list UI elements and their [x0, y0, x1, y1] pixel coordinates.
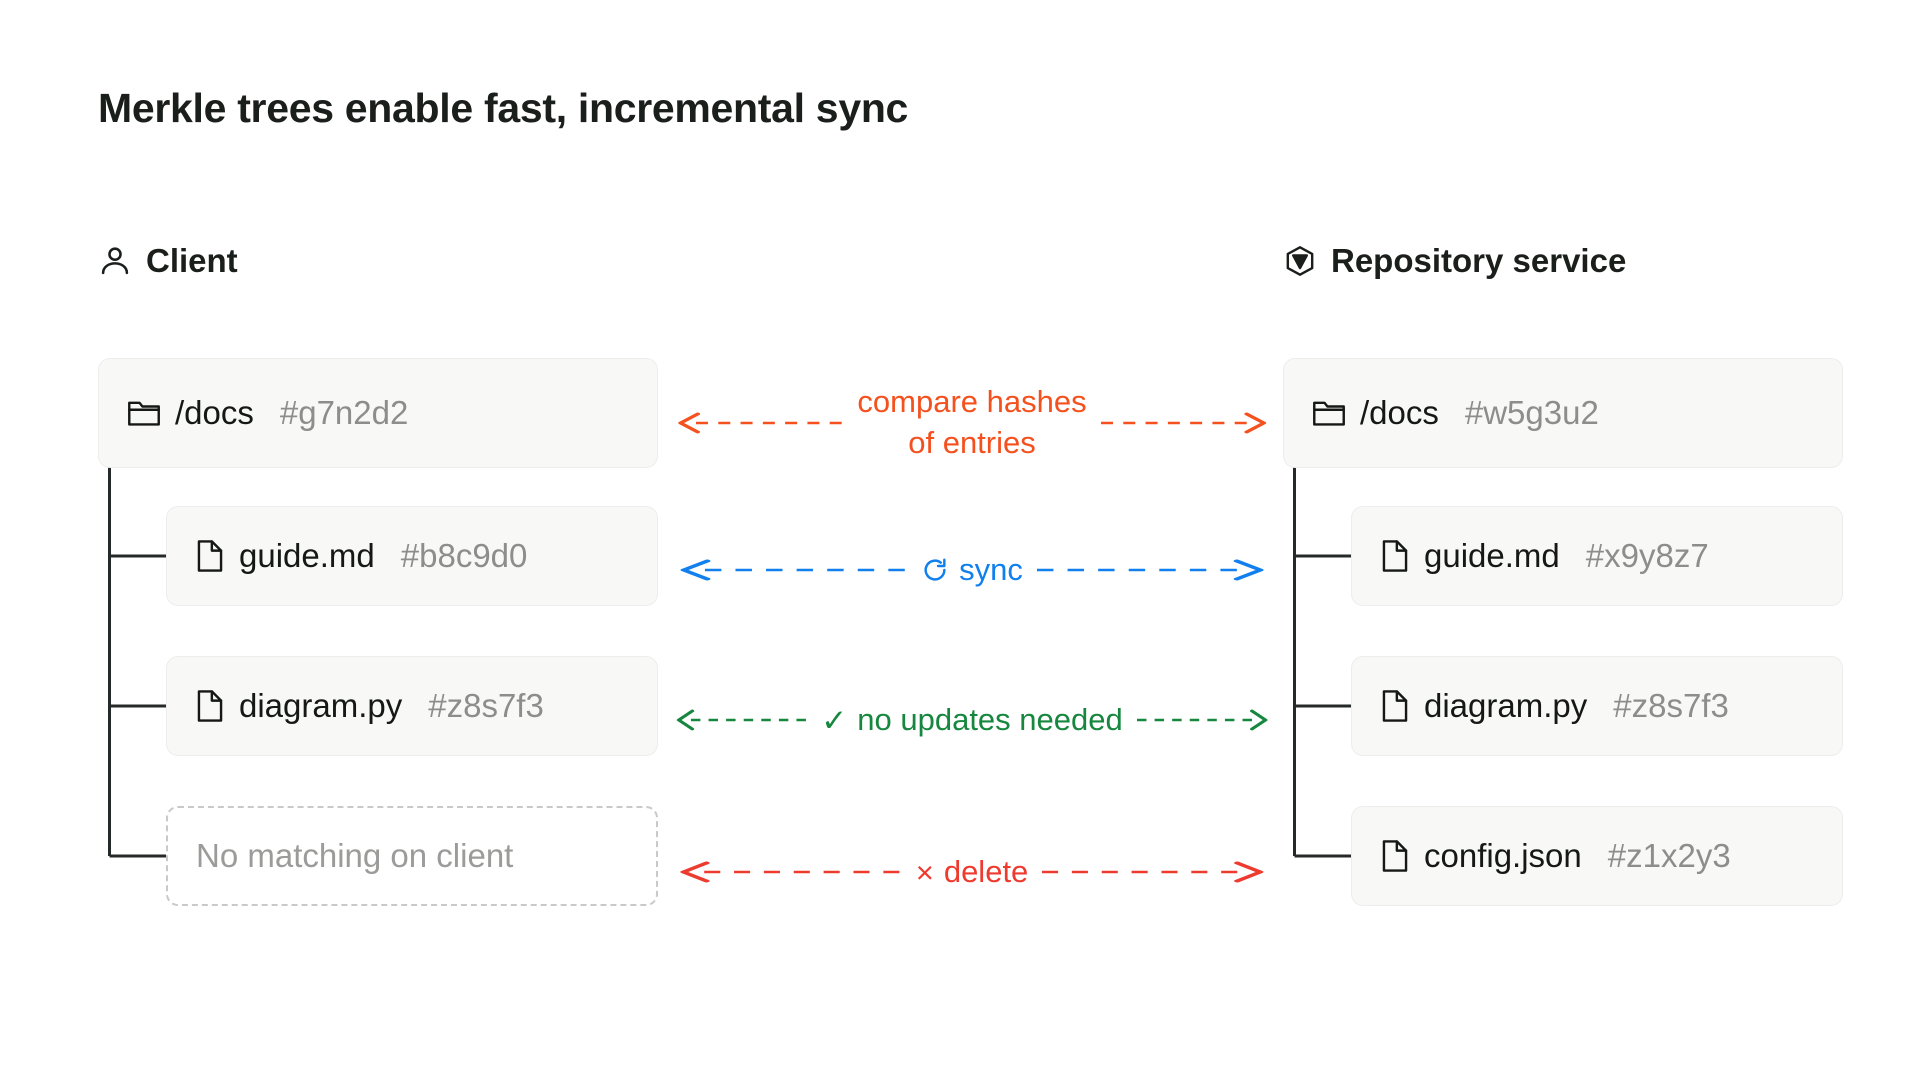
folder-icon — [127, 398, 161, 428]
repository-root-name: /docs — [1360, 394, 1439, 431]
arrow-left-noop — [676, 709, 808, 731]
relation-noop-label-group: ✓ no updates needed — [807, 700, 1136, 741]
file-icon — [1380, 539, 1410, 573]
client-root-hash: #g7n2d2 — [279, 394, 409, 431]
repository-child-node-0[interactable]: guide.md #x9y8z7 — [1351, 506, 1843, 606]
refresh-icon — [921, 514, 949, 626]
client-column-label: Client — [146, 242, 238, 279]
file-icon — [195, 539, 225, 573]
arrow-right-noop — [1136, 709, 1268, 731]
client-child-node-0[interactable]: guide.md #b8c9d0 — [166, 506, 658, 606]
client-missing-label: No matching on client — [196, 837, 514, 874]
repository-child-name-1: diagram.py — [1424, 687, 1588, 724]
relation-sync-label-group: sync — [907, 514, 1037, 626]
relation-delete: × delete — [672, 832, 1272, 912]
client-child-hash-0: #b8c9d0 — [400, 537, 528, 574]
cross-icon: × — [915, 854, 934, 890]
relation-delete-label: delete — [943, 853, 1029, 889]
repository-child-hash-0: #x9y8z7 — [1585, 537, 1709, 574]
folder-icon — [1312, 398, 1346, 428]
client-child-node-1[interactable]: diagram.py #z8s7f3 — [166, 656, 658, 756]
client-child-hash-1: #z8s7f3 — [428, 687, 544, 724]
repository-child-hash-1: #z8s7f3 — [1613, 687, 1729, 724]
check-icon: ✓ — [821, 702, 848, 738]
package-cube-icon — [1283, 244, 1317, 278]
file-icon — [1380, 689, 1410, 723]
arrow-right-sync — [1036, 559, 1264, 581]
arrow-right-compare — [1100, 412, 1266, 434]
arrow-right-delete — [1042, 861, 1264, 883]
arrow-left-delete — [680, 861, 902, 883]
repository-child-node-1[interactable]: diagram.py #z8s7f3 — [1351, 656, 1843, 756]
relation-compare-label: compare hashes of entries — [857, 384, 1087, 460]
repository-column-header: Repository service — [1283, 242, 1626, 280]
arrow-left-compare — [678, 412, 844, 434]
arrow-left-sync — [680, 559, 908, 581]
repository-child-node-2[interactable]: config.json #z1x2y3 — [1351, 806, 1843, 906]
relation-compare-hashes: compare hashes of entries — [672, 378, 1272, 468]
relation-delete-label-group: × delete — [902, 852, 1043, 893]
relation-sync-label: sync — [959, 551, 1023, 587]
relation-noop-label: no updates needed — [857, 701, 1123, 737]
client-root-name: /docs — [175, 394, 254, 431]
file-icon — [1380, 839, 1410, 873]
repository-child-name-2: config.json — [1424, 837, 1582, 874]
repository-root-node[interactable]: /docs #w5g3u2 — [1283, 358, 1843, 468]
client-column-header: Client — [98, 242, 238, 280]
client-missing-node: No matching on client — [166, 806, 658, 906]
client-root-node[interactable]: /docs #g7n2d2 — [98, 358, 658, 468]
client-child-name-1: diagram.py — [239, 687, 403, 724]
page-title: Merkle trees enable fast, incremental sy… — [98, 85, 909, 131]
repository-root-hash: #w5g3u2 — [1464, 394, 1599, 431]
client-child-name-0: guide.md — [239, 537, 375, 574]
file-icon — [195, 689, 225, 723]
repository-column-label: Repository service — [1331, 242, 1627, 279]
relation-no-updates: ✓ no updates needed — [672, 680, 1272, 760]
repository-child-hash-2: #z1x2y3 — [1607, 837, 1731, 874]
relation-sync: sync — [672, 530, 1272, 610]
repository-child-name-0: guide.md — [1424, 537, 1560, 574]
user-icon — [98, 244, 132, 278]
